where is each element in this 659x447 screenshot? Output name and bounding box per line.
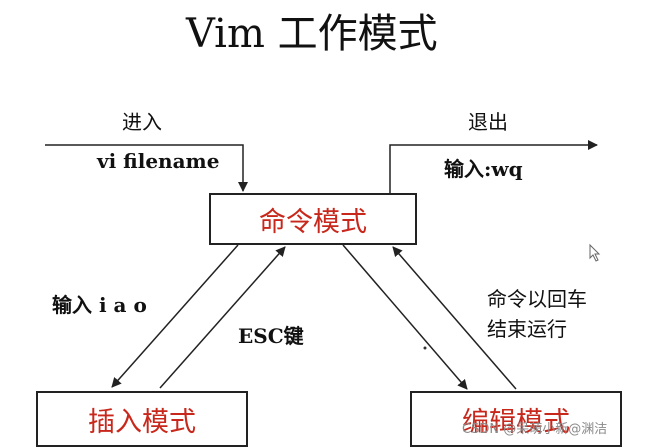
esc-key-label: ESC键 (238, 324, 304, 348)
enter-arrow (45, 144, 248, 192)
insert-to-command-arrow (159, 246, 286, 389)
edit-to-command-arrow (392, 246, 517, 390)
command-run-label-line2: 结束运行 (487, 317, 567, 341)
exit-arrow (389, 140, 598, 193)
edit-mode-box: 编辑模式 (410, 391, 622, 447)
exit-command-label: 输入:wq (444, 157, 523, 181)
watermark: CSDN @呆萌小新@渊洁 (462, 422, 608, 437)
dot-mark (423, 346, 427, 350)
enter-label: 进入 (122, 110, 162, 134)
insert-mode-box: 插入模式 (36, 391, 248, 447)
edit-mode-label: 编辑模式 (462, 406, 570, 438)
cursor-icon (589, 243, 601, 262)
command-mode-label: 命令模式 (259, 206, 367, 238)
command-mode-box: 命令模式 (209, 193, 417, 245)
diagram-title: Vim 工作模式 (186, 11, 438, 57)
enter-command-label: vi filename (97, 149, 220, 173)
command-to-edit-arrow (342, 244, 468, 390)
command-to-insert-arrow (111, 244, 239, 388)
command-run-label-line1: 命令以回车 (487, 287, 587, 311)
insert-keys-label: 输入 i a o (52, 293, 147, 317)
exit-label: 退出 (468, 110, 508, 134)
insert-mode-label: 插入模式 (88, 406, 196, 438)
